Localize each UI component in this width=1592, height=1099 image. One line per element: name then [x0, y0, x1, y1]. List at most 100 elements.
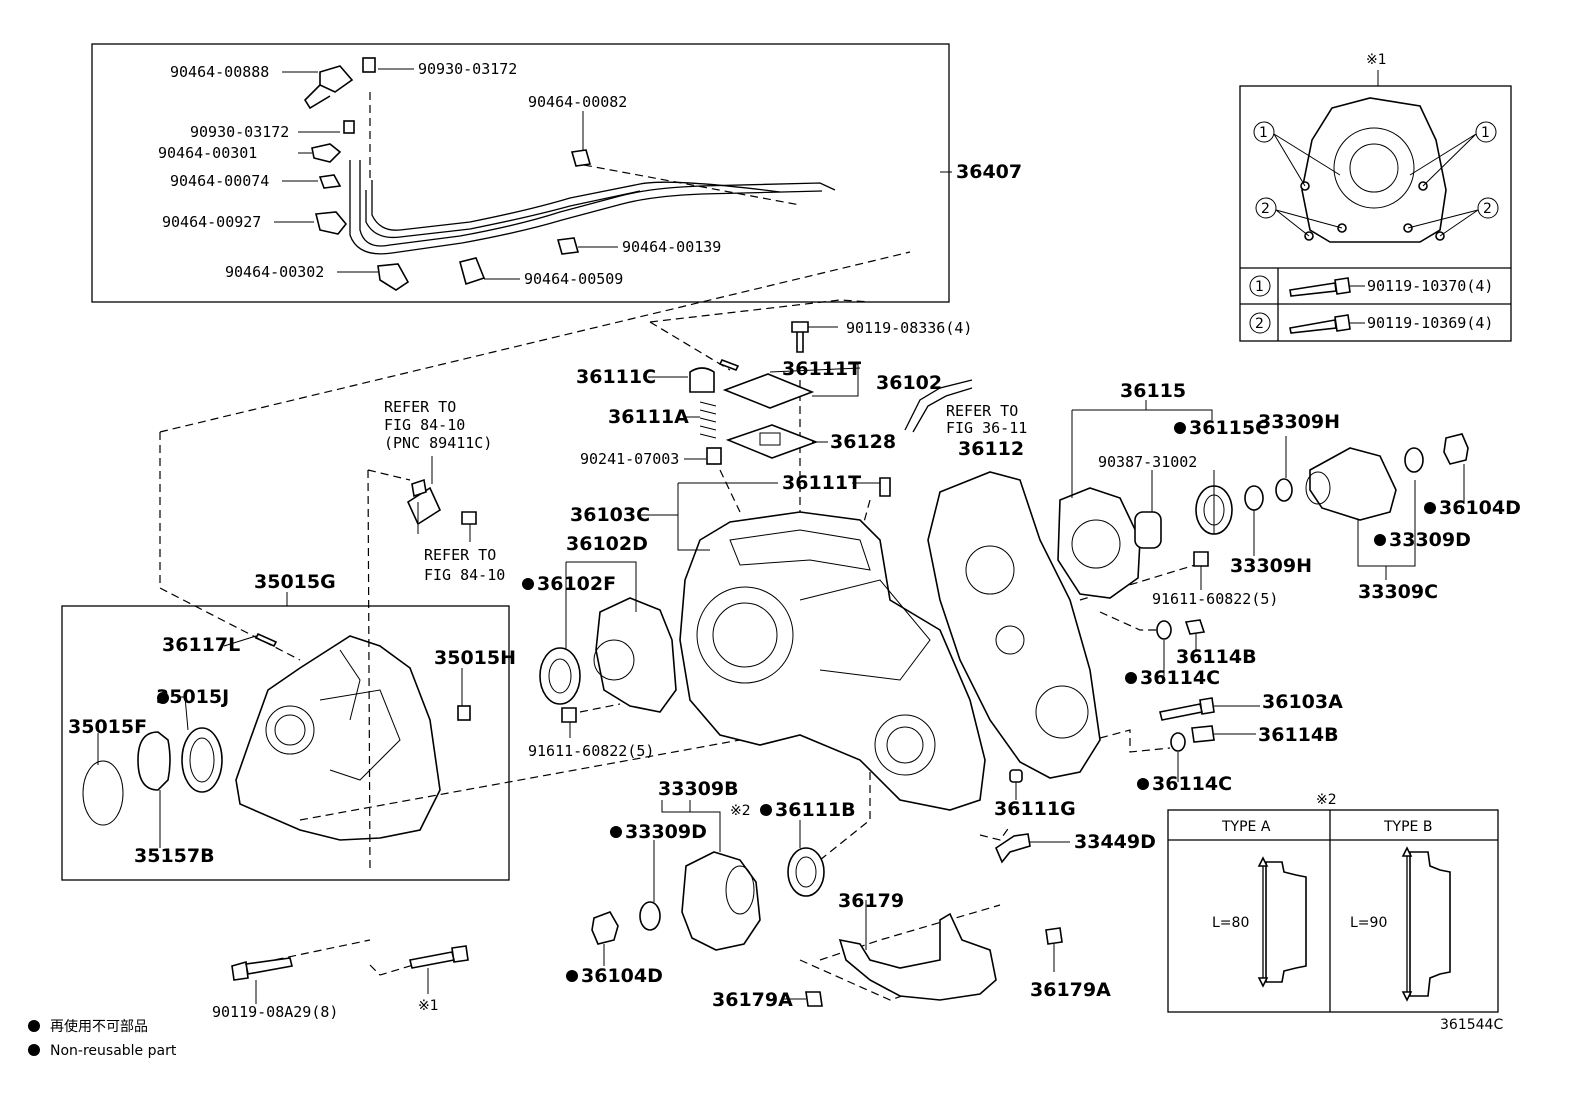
ring-33309h-icon: [1244, 485, 1264, 511]
hose-tube: [359, 160, 836, 247]
bolt-icon: [461, 511, 477, 525]
label-33309H-top: 33309H: [1258, 411, 1340, 433]
diagram-code: 361544C: [1440, 1017, 1503, 1033]
label-hose-part: 90464-00139: [622, 238, 721, 256]
bolt-icon: [1289, 277, 1351, 297]
label-36111A: 36111A: [608, 406, 689, 428]
collar-90387-icon: [1134, 511, 1162, 549]
legend-dot-icon: [28, 1020, 40, 1032]
clip-icon: [377, 263, 410, 291]
seal-36102f-icon: [539, 647, 581, 705]
note1-row-part: 90119-10369(4): [1367, 314, 1493, 332]
label-90387-31002: 90387-31002: [1098, 453, 1197, 471]
label-36111T-top: 36111T: [782, 358, 861, 380]
bolt-icon: [1191, 725, 1215, 743]
label-36114C-top: 36114C: [1140, 667, 1220, 689]
label-hose-part: 90464-00082: [528, 93, 627, 111]
note1-row-circle: 2: [1255, 316, 1264, 332]
hose-group: 90464-00888 90930-03172 90930-03172 9046…: [91, 43, 1022, 303]
bolt-icon: [362, 57, 376, 73]
clip-icon: [303, 65, 354, 110]
clip-icon: [556, 237, 580, 255]
extension-housing-group: 35015G 36117L 35015H 35015J 35015F 35157…: [61, 571, 516, 881]
label-36102D: 36102D: [566, 533, 648, 555]
len-a-label: L=80: [1212, 915, 1249, 931]
non-reusable-dot: [1125, 672, 1137, 684]
seal-36111b-icon: [787, 847, 825, 897]
label-36104D-right: 36104D: [1439, 497, 1521, 519]
plug-36111g-icon: [1009, 769, 1023, 783]
transfer-case-group: 90119-08336(4) 36111T 36102 36111C 36111…: [159, 251, 1521, 1021]
legend-dot-icon: [28, 1044, 40, 1056]
label-36104D-left: 36104D: [581, 965, 663, 987]
refer-note-3: FIG 36-11: [946, 419, 1027, 437]
label-33309C: 33309C: [1358, 581, 1438, 603]
non-reusable-dot: [760, 804, 772, 816]
note2-mark: ※2: [1316, 792, 1337, 808]
bolt-note1-icon: [409, 945, 469, 969]
label-36179A-right: 36179A: [1030, 979, 1111, 1001]
svg-text:2: 2: [1261, 201, 1270, 217]
label-33309D-right: 33309D: [1389, 529, 1471, 551]
label-36111B: 36111B: [775, 799, 856, 821]
refer-note-1: FIG 84-10: [384, 416, 465, 434]
refer-note-3: REFER TO: [946, 402, 1018, 420]
cap-36111c-icon: [689, 367, 715, 393]
note1-row-circle: 1: [1255, 279, 1264, 295]
bolt-icon: [805, 991, 823, 1007]
label-hose-part: 90930-03172: [418, 60, 517, 78]
label-36114B-bottom: 36114B: [1258, 724, 1339, 746]
non-reusable-dot: [1174, 422, 1186, 434]
label-33309D-left: 33309D: [625, 821, 707, 843]
label-36114B-top: 36114B: [1176, 646, 1257, 668]
label-36111G: 36111G: [994, 798, 1076, 820]
label-36179: 36179: [838, 890, 904, 912]
non-reusable-dot: [1137, 778, 1149, 790]
label-36102: 36102: [876, 372, 942, 394]
washer-icon: [1156, 620, 1172, 640]
label-90241-07003: 90241-07003: [580, 450, 679, 468]
seal-type-b-icon: [1409, 851, 1451, 997]
label-33309H-bottom: 33309H: [1230, 555, 1312, 577]
clip-icon: [459, 257, 486, 286]
mount-bracket-icon: [838, 912, 997, 1001]
label-36103A: 36103A: [1262, 691, 1343, 713]
len-b-label: L=90: [1350, 915, 1387, 931]
label-assembly-36407: 36407: [956, 161, 1022, 183]
refer-note-2: REFER TO: [424, 546, 496, 564]
svg-text:1: 1: [1481, 125, 1490, 141]
refer-note-1: REFER TO: [384, 398, 456, 416]
non-reusable-dot: [1424, 502, 1436, 514]
non-reusable-dot: [522, 578, 534, 590]
label-91611-60822-left: 91611-60822(5): [528, 742, 654, 760]
label-90119-08336: 90119-08336(4): [846, 319, 972, 337]
breather-tube-icon: [904, 379, 973, 431]
bolt-icon: [1289, 314, 1351, 334]
label-33309B: 33309B: [658, 778, 739, 800]
seal-35015j-icon: [181, 727, 223, 793]
washer-icon: [1404, 447, 1424, 473]
label-36117L: 36117L: [162, 634, 240, 656]
non-reusable-dot: [566, 970, 578, 982]
label-35015H: 35015H: [434, 647, 516, 669]
bolt-36103a-icon: [1159, 697, 1215, 721]
label-91611-60822-right: 91611-60822(5): [1152, 590, 1278, 608]
hose-group-frame: [91, 43, 950, 303]
pin-36117l-icon: [254, 632, 278, 648]
refer-note-2: FIG 84-10: [424, 566, 505, 584]
note2-frame: [1167, 809, 1499, 1013]
bolt-icon: [791, 321, 809, 353]
label-note1-ref: ※1: [418, 998, 439, 1014]
plug-35015h-icon: [457, 705, 471, 721]
label-36115C: 36115C: [1189, 417, 1269, 439]
clip-icon: [311, 143, 342, 163]
label-hose-part: 90930-03172: [190, 123, 289, 141]
label-36114C-bottom: 36114C: [1152, 773, 1232, 795]
seal-type-a-icon: [1265, 861, 1307, 983]
bolt-icon: [1184, 619, 1206, 635]
label-33449D: 33449D: [1074, 831, 1156, 853]
bracket-33449d-icon: [995, 833, 1031, 864]
extension-housing-icon: [235, 635, 441, 841]
transfer-case-icon: [679, 511, 986, 811]
